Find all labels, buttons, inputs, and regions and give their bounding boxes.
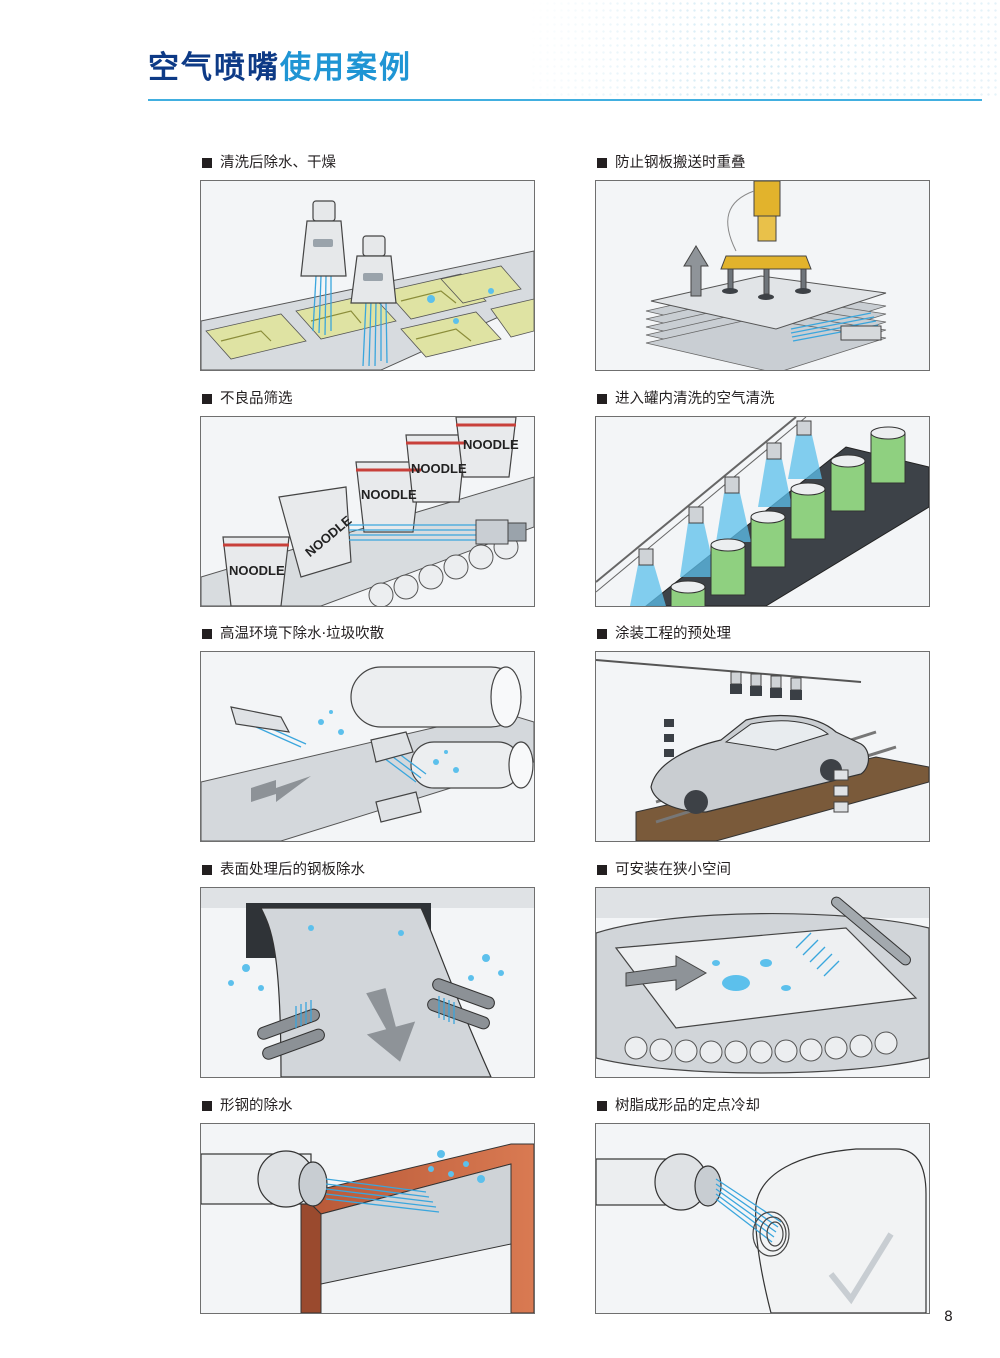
case-label: 可安装在狭小空间 <box>597 860 930 880</box>
cup-label: NOODLE <box>411 461 467 476</box>
illustration-steel-plate-lifting <box>595 180 930 371</box>
case-label-text: 树脂成形品的定点冷却 <box>615 1098 760 1114</box>
case-label: 表面处理后的钢板除水 <box>202 860 535 880</box>
case-label-text: 表面处理后的钢板除水 <box>220 862 365 878</box>
illustration-noodle-sorting: NOODLE NOODLE NOODLE NOODLE NOODLE <box>200 416 535 607</box>
bullet-square <box>202 629 212 639</box>
case-label-text: 防止钢板搬送时重叠 <box>615 155 746 171</box>
title-part-light: 使用案例 <box>280 50 412 86</box>
bullet-square <box>597 158 607 168</box>
case-pcb-drying: 清洗后除水、干燥 <box>200 153 535 371</box>
illustration-narrow-space <box>595 887 930 1078</box>
bullet-square <box>202 158 212 168</box>
case-label: 形钢的除水 <box>202 1096 535 1116</box>
case-label-text: 清洗后除水、干燥 <box>220 155 336 171</box>
case-car-pretreatment: 涂装工程的预处理 <box>595 624 930 842</box>
case-label: 进入罐内清洗的空气清洗 <box>597 389 930 409</box>
case-shaped-steel: 形钢的除水 <box>200 1096 535 1314</box>
illustration-resin-cooling <box>595 1123 930 1314</box>
case-label: 不良品筛选 <box>202 389 535 409</box>
case-label-text: 不良品筛选 <box>220 391 293 407</box>
illustration-hot-sheet-blowing <box>200 651 535 842</box>
bullet-square <box>597 865 607 875</box>
case-label-text: 高温环境下除水·垃圾吹散 <box>220 626 385 642</box>
page-number: 8 <box>944 1309 953 1325</box>
case-label-text: 可安装在狭小空间 <box>615 862 731 878</box>
case-label-text: 形钢的除水 <box>220 1098 293 1114</box>
case-label: 涂装工程的预处理 <box>597 624 930 644</box>
case-label: 防止钢板搬送时重叠 <box>597 153 930 173</box>
case-can-cleaning: 进入罐内清洗的空气清洗 <box>595 389 930 607</box>
case-hot-sheet-blowing: 高温环境下除水·垃圾吹散 <box>200 624 535 842</box>
title-rule <box>148 99 982 101</box>
bullet-square <box>202 1101 212 1111</box>
case-label-text: 涂装工程的预处理 <box>615 626 731 642</box>
page-title: 空气喷嘴使用案例 <box>148 48 412 88</box>
illustration-steel-strip-drying <box>200 887 535 1078</box>
cup-label: NOODLE <box>463 437 519 452</box>
title-part-dark: 空气喷嘴 <box>148 50 280 86</box>
bullet-square <box>202 394 212 404</box>
bullet-square <box>597 1101 607 1111</box>
bullet-square <box>202 865 212 875</box>
header-dot-pattern <box>530 0 1000 100</box>
illustration-car-pretreatment <box>595 651 930 842</box>
case-narrow-space: 可安装在狭小空间 <box>595 860 930 1078</box>
bullet-square <box>597 394 607 404</box>
case-label: 树脂成形品的定点冷却 <box>597 1096 930 1116</box>
case-steel-strip-drying: 表面处理后的钢板除水 <box>200 860 535 1078</box>
case-resin-cooling: 树脂成形品的定点冷却 <box>595 1096 930 1314</box>
case-label: 高温环境下除水·垃圾吹散 <box>202 624 535 644</box>
cup-label: NOODLE <box>229 563 285 578</box>
illustration-shaped-steel <box>200 1123 535 1314</box>
case-steel-plate-lifting: 防止钢板搬送时重叠 <box>595 153 930 371</box>
bullet-square <box>597 629 607 639</box>
case-label: 清洗后除水、干燥 <box>202 153 535 173</box>
cup-label: NOODLE <box>361 487 417 502</box>
case-noodle-sorting: 不良品筛选 NOODLE NOODLE NOOD <box>200 389 535 607</box>
case-label-text: 进入罐内清洗的空气清洗 <box>615 391 775 407</box>
illustration-can-cleaning <box>595 416 930 607</box>
illustration-pcb-drying <box>200 180 535 371</box>
